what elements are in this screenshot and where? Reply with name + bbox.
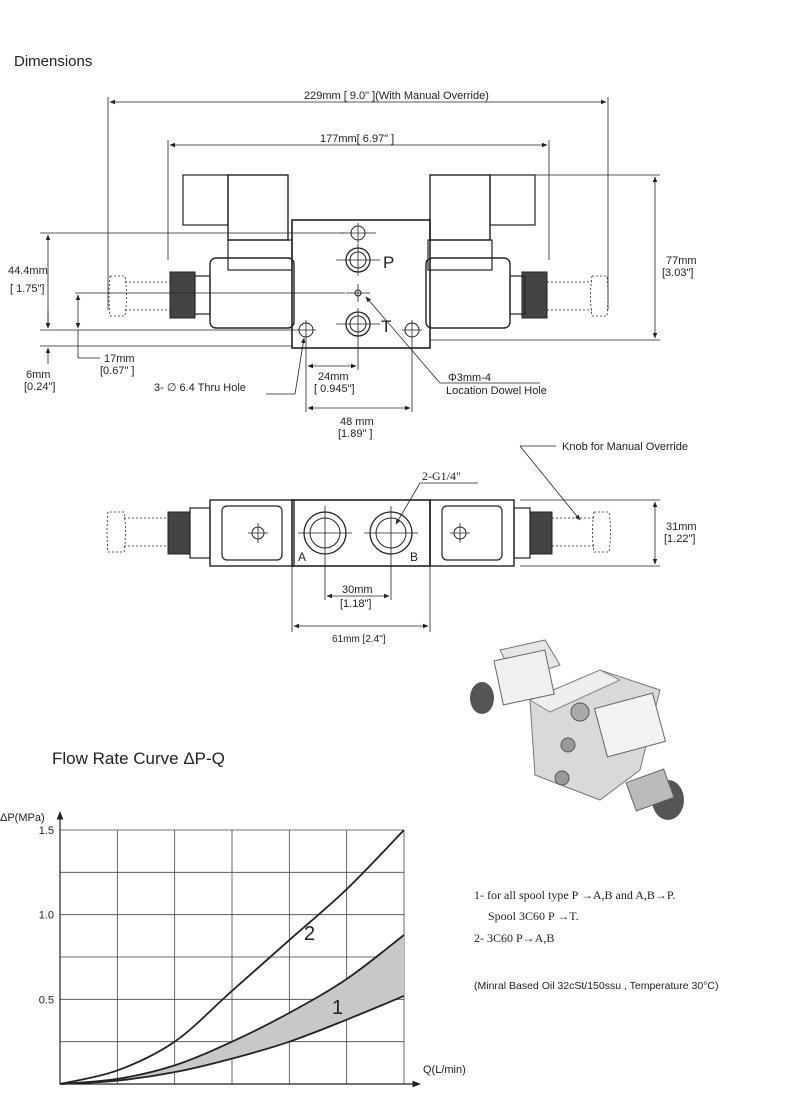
y-tick-label: 0.5 [39,994,54,1006]
band-area [60,934,404,1084]
dowel-offset-in-label: [0.67" ] [100,365,134,377]
port-t-label: T [381,317,391,336]
port-b-label: B [410,550,418,564]
y-tick-label: 1.0 [39,910,54,922]
port-p-label: P [383,253,394,272]
flow-rate-chart: 0.5 1.0 1.5 ΔP(MPa) Q(L/min) 2 1 [0,811,466,1088]
depth-in-label: [1.22"] [664,533,695,545]
knob-label: Knob for Manual Override [562,441,688,453]
port-spacing-mm-label: 24mm [318,371,349,383]
oil-note: (Minral Based Oil 32cSt/150ssu , Tempera… [474,980,718,992]
y-ticks: 0.5 1.0 1.5 [39,825,54,1006]
dowel-desc-label: Location Dowel Hole [446,385,547,397]
x-axis-label: Q(L/min) [423,1064,466,1076]
series-line-2 [59,995,405,1085]
overall-length-label: 229mm [ 9.0" ](With Manual Override) [304,90,489,102]
port-offset-mm-label: 44.4mm [8,265,48,277]
body-width-label: 61mm [2.4"] [332,634,386,645]
body-length-label: 177mm[ 6.97" ] [320,133,394,145]
note-line-1: 1- for all spool type P →A,B and A,B→P. [474,888,675,902]
series-label-2: 2 [304,923,315,945]
series-line-1 [59,934,405,1085]
mount-width-in-label: [1.89" ] [338,428,372,440]
thru-hole-label: 3- ∅ 6.4 Thru Hole [154,382,246,394]
side-view-drawing [106,445,660,632]
base-offset-mm-label: 6mm [26,369,50,381]
thread-label: 2-G1/4" [422,469,461,483]
port-spacing-side-in-label: [1.18"] [340,598,371,610]
dowel-label: Φ3mm-4 [448,372,491,384]
dimensions-heading: Dimensions [14,53,92,70]
dowel-offset-mm-label: 17mm [104,353,135,365]
note-line-2: Spool 3C60 P →T. [488,909,579,923]
flow-heading: Flow Rate Curve ΔP-Q [52,749,225,768]
depth-mm-label: 31mm [666,521,697,533]
series-label-1: 1 [332,997,343,1019]
top-view-drawing [40,97,660,412]
series-line-0 [59,829,405,1085]
port-a-label: A [298,550,306,564]
mount-width-mm-label: 48 mm [340,416,374,428]
valve-photo [470,639,684,820]
height-mm-label: 77mm [666,255,697,267]
port-offset-in-label: [ 1.75"] [10,283,44,295]
port-spacing-side-mm-label: 30mm [342,584,373,596]
port-spacing-in-label: [ 0.945"] [314,383,355,395]
chart-lines [59,829,405,1085]
height-in-label: [3.03"] [662,267,693,279]
y-tick-label: 1.5 [39,825,54,837]
base-offset-in-label: [0.24"] [24,381,55,393]
note-line-3: 2- 3C60 P→A,B [474,931,554,945]
y-axis-label: ΔP(MPa) [0,812,45,824]
